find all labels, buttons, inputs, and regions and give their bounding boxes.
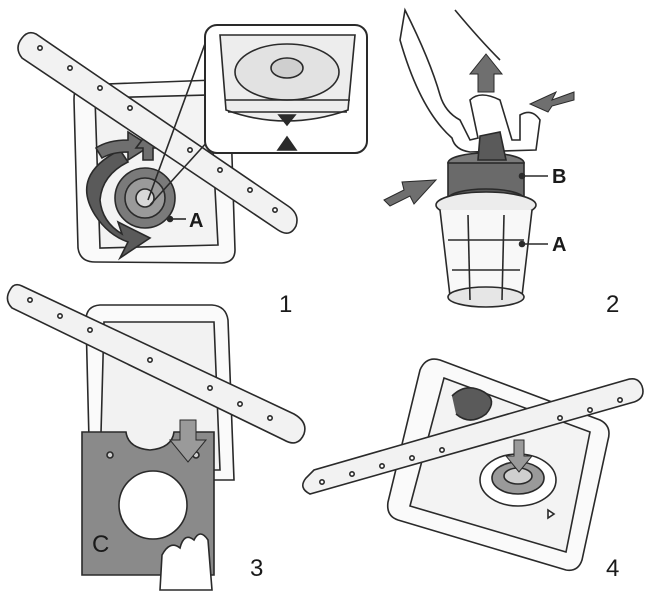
leader-dot-a-panel2: [518, 240, 526, 248]
step-number-1: 1: [279, 291, 292, 318]
leader-dot-a-panel1: [166, 215, 174, 223]
label-c-panel3: C: [92, 531, 109, 558]
step-number-2: 2: [606, 291, 619, 318]
label-a-panel2: A: [552, 234, 566, 256]
squeeze-arrow-right: [528, 90, 575, 113]
spray-arm: [302, 378, 644, 495]
step-number-3: 3: [250, 555, 263, 582]
panel-2: [399, 7, 548, 308]
spray-arm-holes: [318, 396, 623, 485]
spray-arm: [6, 283, 306, 444]
squeeze-arrow-left: [383, 179, 438, 207]
step-number-4: 4: [606, 555, 619, 582]
insert-arrow: [504, 439, 534, 473]
rotate-arrow: [85, 148, 152, 261]
alignment-marker-up: [276, 135, 298, 151]
spray-arm-holes: [36, 44, 278, 214]
pull-up-arrow: [468, 53, 504, 93]
sump-marker: [547, 508, 556, 520]
hand-cuff: [454, 9, 501, 61]
filter-a2-mesh-post: [467, 214, 471, 301]
alignment-marker-down: [277, 114, 297, 127]
label-b-panel2: B: [552, 166, 566, 188]
heater-element: [451, 387, 493, 421]
filter-a-core: [135, 188, 155, 208]
filter-b-handle: [477, 131, 507, 161]
filter-plate-hole: [118, 470, 188, 540]
rotate-arrow-upper: [94, 130, 152, 162]
filter-a2-mesh-post: [501, 214, 505, 301]
zoom-inset-filter-hub: [270, 57, 304, 79]
leader-dot-b-panel2: [518, 172, 526, 180]
hand-press: [159, 533, 213, 591]
filter-plate-screw-left: [106, 451, 114, 459]
push-down-arrow: [168, 419, 208, 463]
panel-3: [6, 283, 306, 591]
panel-4: [302, 358, 644, 572]
spray-arm: [17, 31, 298, 234]
filter-a2-bottom: [447, 286, 525, 308]
zoom-line-left: [147, 29, 211, 201]
hand-outline: [399, 7, 541, 153]
spray-arm-holes: [26, 296, 273, 421]
label-a-panel1: A: [189, 210, 203, 232]
panel-1: [17, 24, 368, 264]
